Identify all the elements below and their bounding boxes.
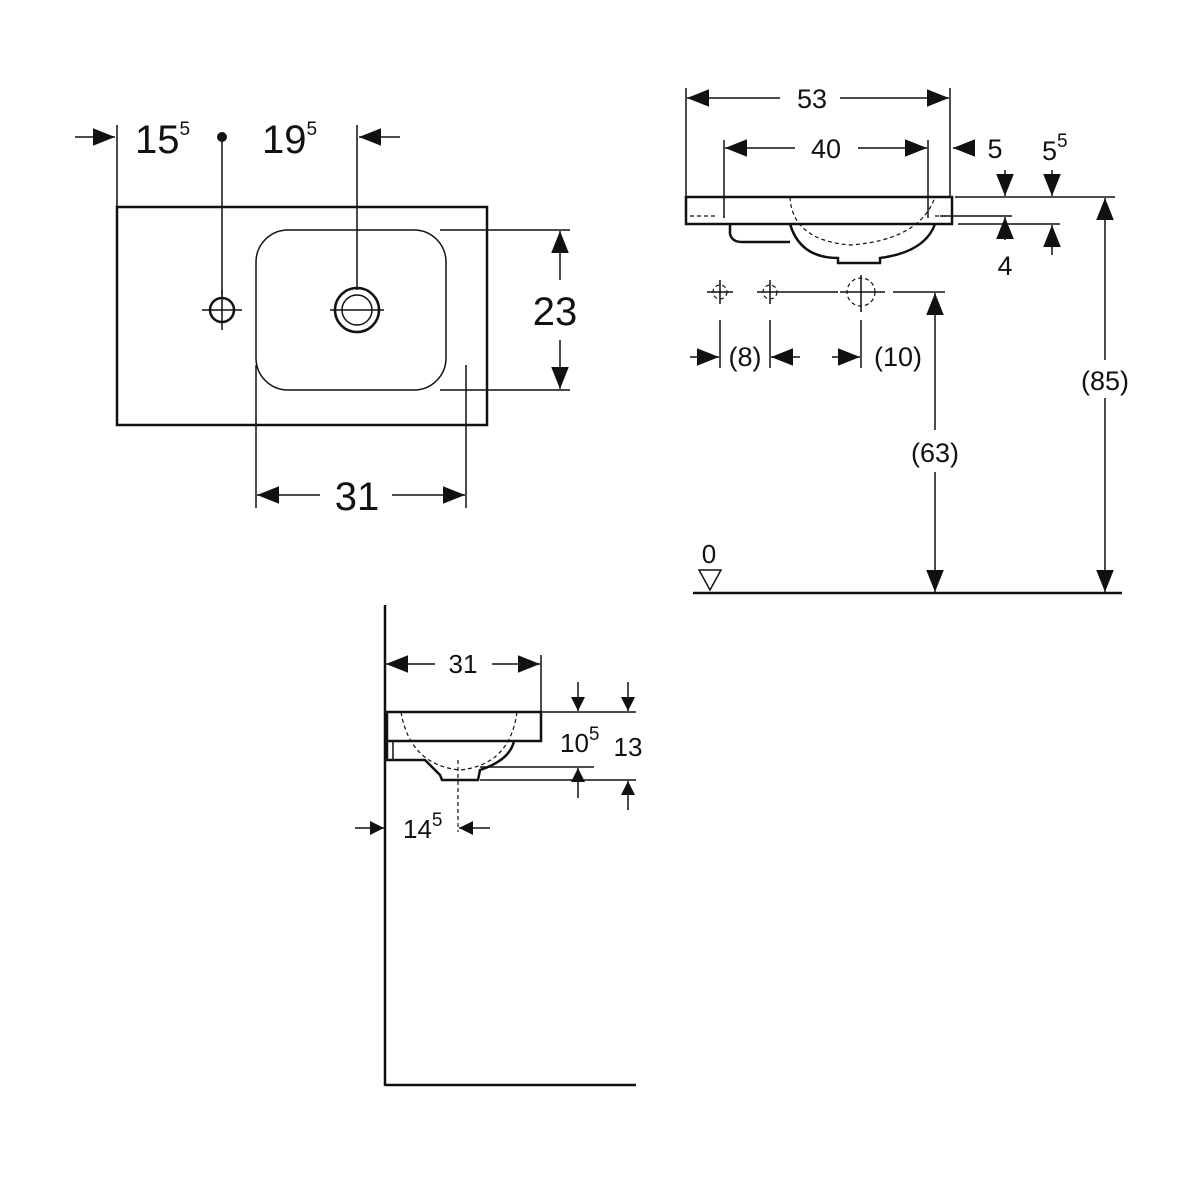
dim-tap-right: 195 xyxy=(262,118,317,162)
front-view: 53 40 5 55 4 (8) (10) (63) (85) 0 xyxy=(684,84,1129,595)
top-view: 155 195 23 31 xyxy=(75,118,577,519)
tap-hole-icon xyxy=(202,290,242,330)
floor-level-label: 0 xyxy=(702,539,716,569)
side-view: 31 105 13 145 xyxy=(355,605,643,1087)
dim-tap-left: 155 xyxy=(135,118,190,162)
waste-outlet-icon xyxy=(840,275,885,312)
dim-rim-thickness: 4 xyxy=(997,251,1012,281)
dim-drain-from-wall: 145 xyxy=(403,810,443,844)
dim-projection: 31 xyxy=(449,649,478,679)
basin-outline xyxy=(115,205,489,427)
fixing-hole-icon xyxy=(757,280,783,304)
basin-side-outline xyxy=(684,195,954,226)
dim-width: 31 xyxy=(335,475,380,519)
dim-fixing-spacing: (8) xyxy=(729,342,762,372)
dim-edge-height: 55 xyxy=(1042,131,1068,166)
floor-level-icon xyxy=(697,569,723,592)
basin-side-outline xyxy=(385,710,543,743)
dim-drain-height: (63) xyxy=(911,438,959,468)
dim-drain-offset: (10) xyxy=(874,342,922,372)
dim-depth-b: 13 xyxy=(614,732,643,762)
dim-overall-width: 53 xyxy=(797,84,827,114)
bowl-outline xyxy=(255,229,447,391)
dim-depth-a: 105 xyxy=(560,724,600,758)
fixing-hole-icon xyxy=(707,280,733,304)
dim-rim-height: (85) xyxy=(1081,366,1129,396)
dim-hole-spacing: 40 xyxy=(811,134,841,164)
dim-depth: 23 xyxy=(533,290,578,334)
drain-icon xyxy=(330,286,384,334)
dim-edge-offset: 5 xyxy=(987,134,1002,164)
